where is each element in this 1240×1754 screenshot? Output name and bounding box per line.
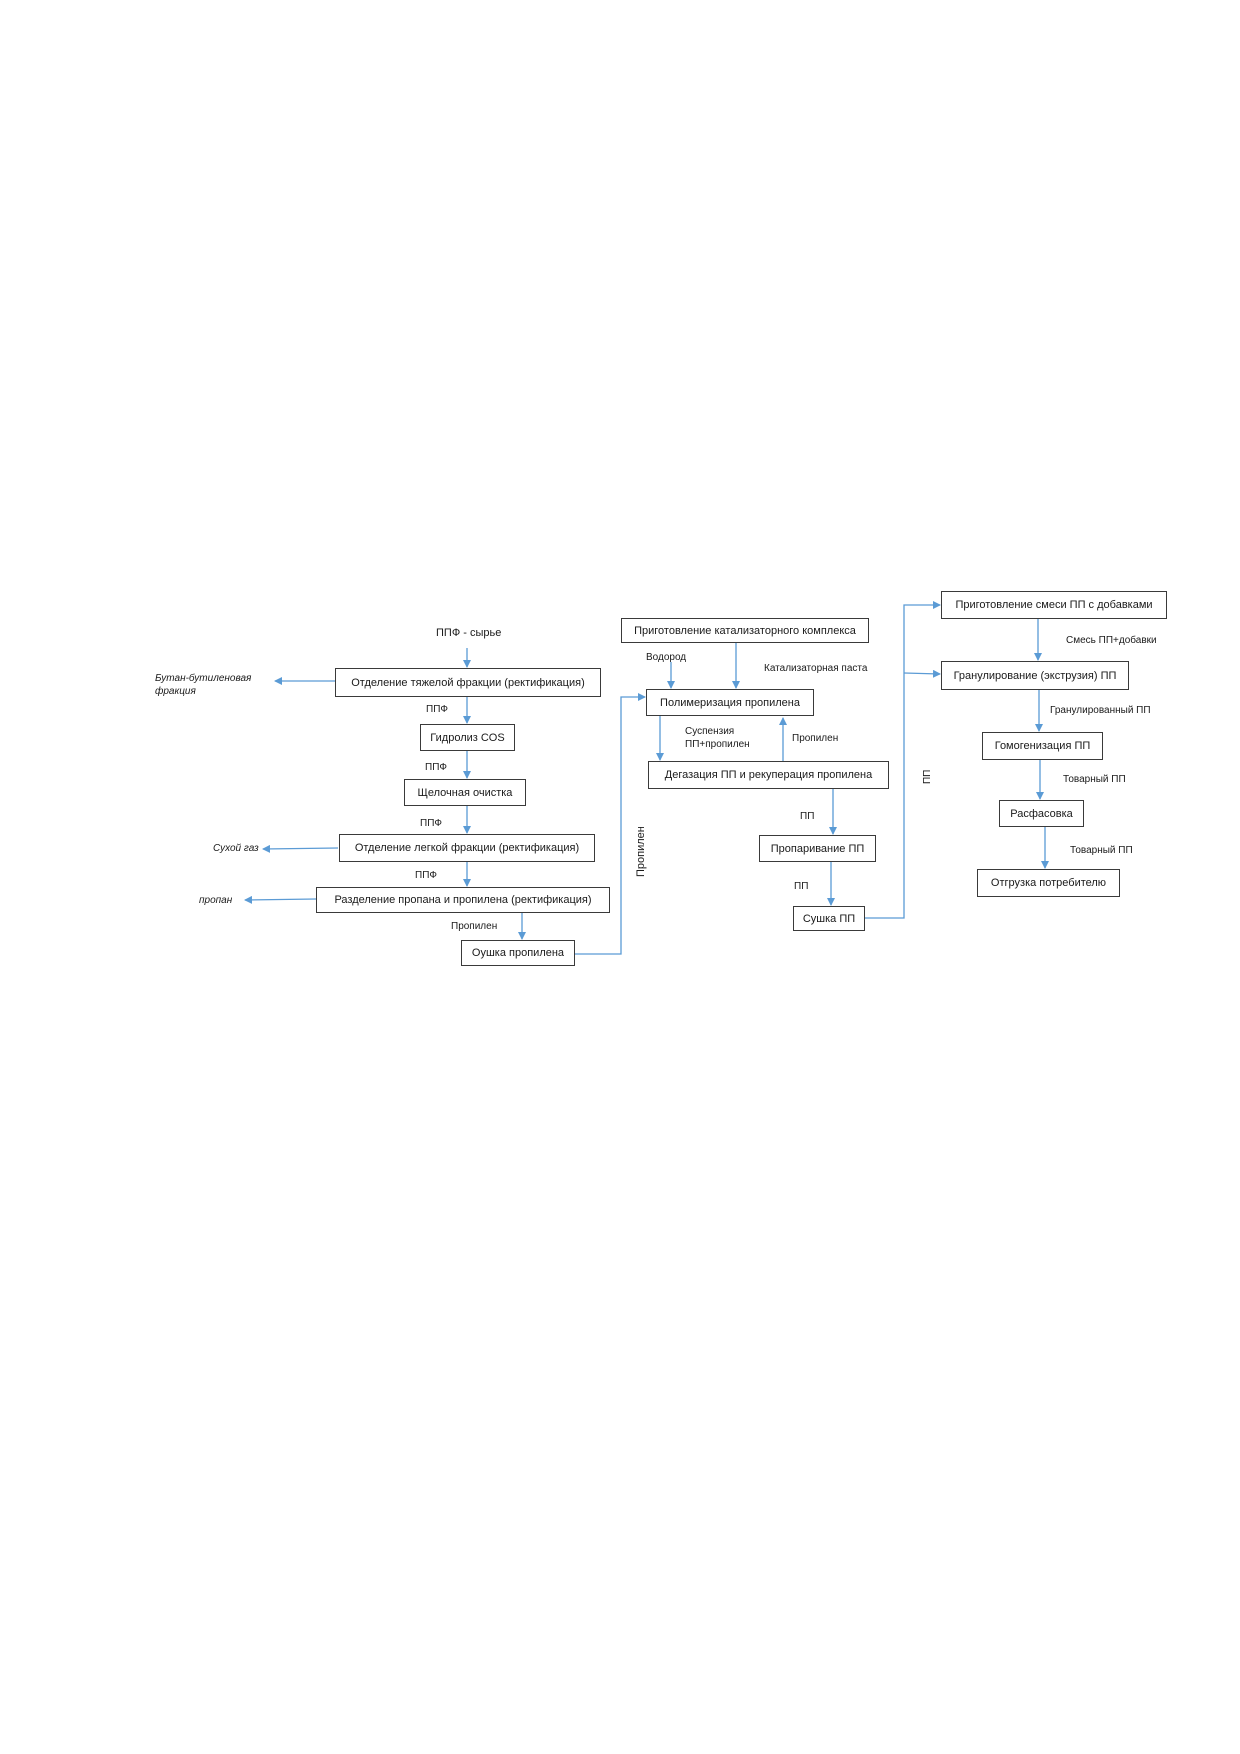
arrow-light-to-drygas xyxy=(262,844,339,853)
commercial-pp-label-2: Товарный ПП xyxy=(1070,845,1133,856)
ppf-label-2: ППФ xyxy=(425,762,447,773)
ppf-label-3: ППФ xyxy=(420,818,442,829)
heavy-fraction-text: Отделение тяжелой фракции (ректификация) xyxy=(351,676,585,689)
propylene-out-label: Пропилен xyxy=(451,921,498,932)
packaging-text: Расфасовка xyxy=(1010,807,1073,820)
cos-hydrolysis-box: Гидролиз COS xyxy=(420,724,515,751)
arrow-ppline-to-granulation xyxy=(903,669,941,678)
shipment-text: Отгрузка потребителю xyxy=(990,877,1107,889)
pp-drying-box: Сушка ПП xyxy=(793,906,865,931)
propylene-vertical-label: Пропилен xyxy=(635,826,647,877)
dry-gas-label: Сухой газ xyxy=(213,843,259,854)
commercial-pp-label-1: Товарный ПП xyxy=(1063,774,1126,785)
alkaline-cleaning-text: Щелочная очистка xyxy=(417,786,513,799)
granulation-text: Гранулирование (экструзия) ПП xyxy=(953,669,1117,682)
granulation-box: Гранулирование (экструзия) ПП xyxy=(941,661,1129,690)
ppf-feed-label: ППФ - сырье xyxy=(436,627,502,639)
catalyst-prep-text: Приготовление катализаторного комплекса xyxy=(634,624,856,637)
homogenization-box: Гомогенизация ПП xyxy=(982,732,1103,760)
steaming-text: Пропаривание ПП xyxy=(770,842,865,855)
polymerization-box: Полимеризация пропилена xyxy=(646,689,814,716)
pp-label-1: ПП xyxy=(800,811,815,822)
ppf-label-1: ППФ xyxy=(426,704,448,715)
degassing-text: Дегазация ПП и рекуперация пропилена xyxy=(664,769,873,781)
suspension-label-line1: Суспензия xyxy=(685,726,735,737)
mix-prep-box: Приготовление смеси ПП с добавками xyxy=(941,591,1167,619)
propylene-drying-text: Оушка пропилена xyxy=(471,947,565,959)
steaming-box: Пропаривание ПП xyxy=(759,835,876,862)
pp-label-2: ПП xyxy=(794,881,809,892)
cos-hydrolysis-text: Гидролиз COS xyxy=(430,731,505,744)
polymerization-text: Полимеризация пропилена xyxy=(660,696,800,709)
propane-propylene-split-box: Разделение пропана и пропилена (ректифик… xyxy=(316,887,610,913)
mix-pp-additives-label: Смесь ПП+добавки xyxy=(1066,635,1157,646)
light-fraction-text: Отделение легкой фракции (ректификация) xyxy=(354,842,580,854)
alkaline-cleaning-box: Щелочная очистка xyxy=(404,779,526,806)
granulated-pp-label: Гранулированный ПП xyxy=(1050,705,1151,716)
butane-fraction-label-line2: фракция xyxy=(155,686,196,697)
packaging-box: Расфасовка xyxy=(999,800,1084,827)
propylene-drying-box: Оушка пропилена xyxy=(461,940,575,966)
catalyst-paste-label: Катализаторная паста xyxy=(764,663,868,674)
homogenization-text: Гомогенизация ПП xyxy=(994,740,1091,752)
mix-prep-text: Приготовление смеси ПП с добавками xyxy=(955,599,1153,611)
suspension-label-line2: ПП+пропилен xyxy=(685,739,750,750)
propane-label: пропан xyxy=(199,895,233,906)
arrow-split-to-propane xyxy=(244,895,317,904)
degassing-box: Дегазация ПП и рекуперация пропилена xyxy=(648,761,889,789)
arrow-drying-to-polymerization xyxy=(575,693,646,955)
heavy-fraction-box: Отделение тяжелой фракции (ректификация) xyxy=(335,668,601,697)
light-fraction-box: Отделение легкой фракции (ректификация) xyxy=(339,834,595,862)
butane-fraction-label-line1: Бутан-бутиленовая xyxy=(155,673,252,684)
shipment-box: Отгрузка потребителю xyxy=(977,869,1120,897)
catalyst-prep-box: Приготовление катализаторного комплекса xyxy=(621,618,869,643)
ppf-label-4: ППФ xyxy=(415,870,437,881)
hydrogen-label: Водород xyxy=(646,652,687,663)
propane-propylene-split-text: Разделение пропана и пропилена (ректифик… xyxy=(334,894,592,906)
pp-drying-text: Сушка ПП xyxy=(802,912,856,925)
arrow-ppdrying-to-mix xyxy=(865,601,941,919)
propylene-return-label: Пропилен xyxy=(792,733,839,744)
pp-vertical-label: ПП xyxy=(922,769,933,784)
